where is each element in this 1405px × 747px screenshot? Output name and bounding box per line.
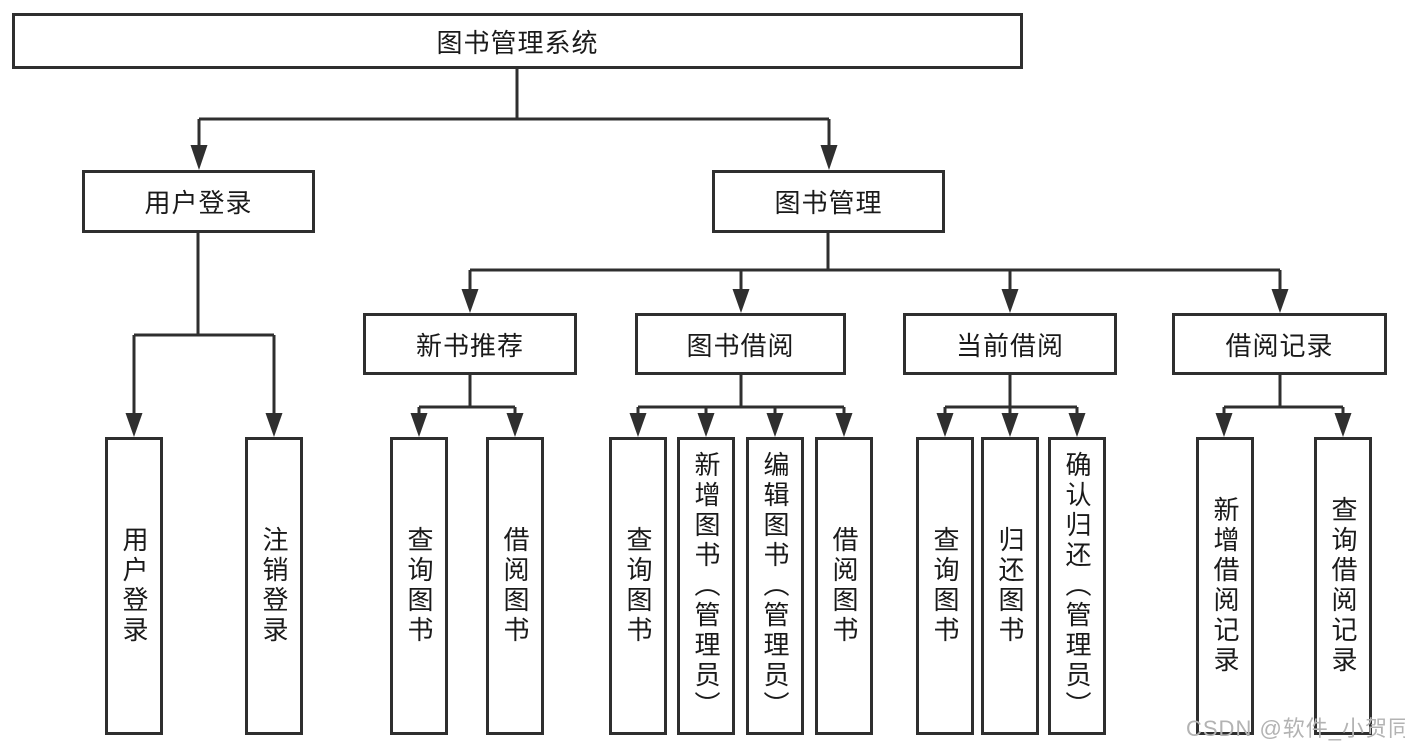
leaf-edit-books-admin: 编辑图书（管理员）	[746, 437, 804, 735]
leaf-add-borrow-record: 新增借阅记录	[1196, 437, 1254, 735]
node-book-management: 图书管理	[712, 170, 945, 233]
leaf-query-books-current: 查询图书	[916, 437, 974, 735]
leaf-query-borrow-record: 查询借阅记录	[1314, 437, 1372, 735]
node-root-library-system: 图书管理系统	[12, 13, 1023, 69]
arrowheads	[125, 145, 1352, 437]
node-current-borrowing: 当前借阅	[903, 313, 1117, 375]
node-book-borrowing: 图书借阅	[635, 313, 846, 375]
leaf-query-books-recommend: 查询图书	[390, 437, 448, 735]
node-new-book-recommend: 新书推荐	[363, 313, 577, 375]
node-user-login: 用户登录	[82, 170, 315, 233]
leaf-return-books: 归还图书	[981, 437, 1039, 735]
leaf-query-books-borrowing: 查询图书	[609, 437, 667, 735]
leaf-user-login: 用户登录	[105, 437, 163, 735]
leaf-borrow-books-borrowing: 借阅图书	[815, 437, 873, 735]
leaf-add-books-admin: 新增图书（管理员）	[677, 437, 735, 735]
leaf-borrow-books-recommend: 借阅图书	[486, 437, 544, 735]
leaf-confirm-return-admin: 确认归还（管理员）	[1048, 437, 1106, 735]
leaf-logout: 注销登录	[245, 437, 303, 735]
node-borrow-records: 借阅记录	[1172, 313, 1387, 375]
csdn-watermark: CSDN @软件_小贺同学	[1186, 716, 1405, 741]
